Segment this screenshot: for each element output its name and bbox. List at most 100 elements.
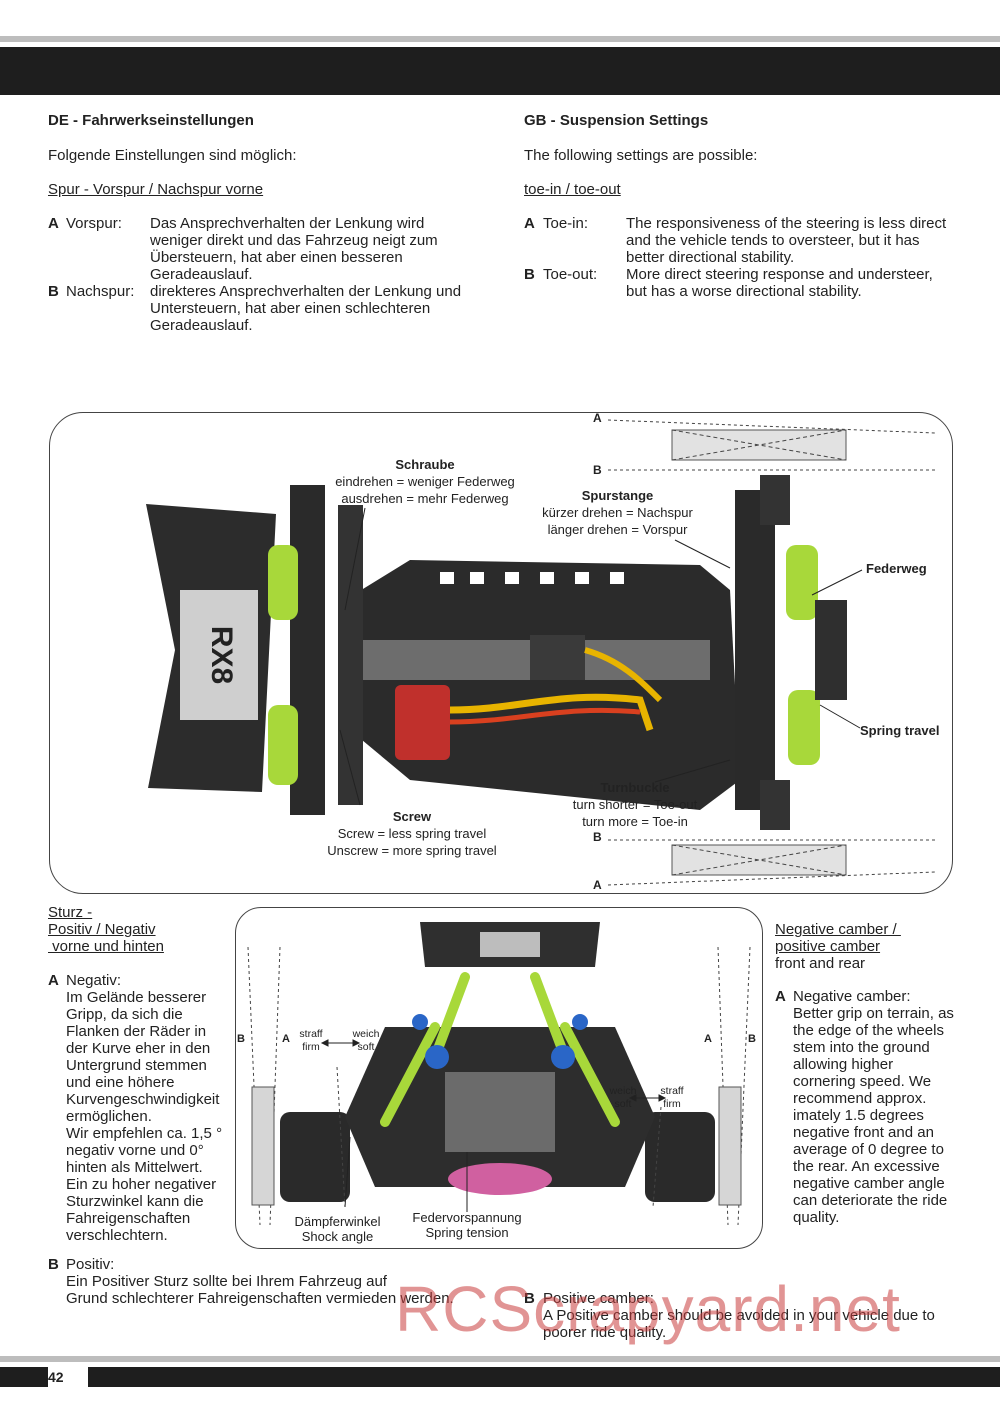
soft-label-left: weich soft bbox=[347, 1028, 385, 1054]
de-neg-line: Untergrund stemmen bbox=[66, 1057, 207, 1074]
daempfer-line-2: Shock angle bbox=[301, 1229, 374, 1244]
de-neg-line: Sturzwinkel kann die bbox=[66, 1193, 204, 1210]
gb-neg-line: allowing higher bbox=[793, 1056, 894, 1073]
de-neg-line: der Kurve eher in den bbox=[66, 1040, 211, 1057]
esc bbox=[530, 635, 585, 680]
page-number: 42 bbox=[48, 1367, 88, 1387]
toe-label-b-bottom: B bbox=[593, 830, 602, 844]
de-neg-label: Negativ: bbox=[66, 972, 122, 989]
gb-neg-line: cornering speed. We bbox=[793, 1073, 932, 1090]
chassis-top-view-figure bbox=[49, 412, 953, 894]
gb-toe-definitions: A Toe-in: The responsiveness of the stee… bbox=[524, 215, 964, 305]
turnbuckle-callout: Turnbuckle turn shorter = Toe-out turn m… bbox=[555, 779, 715, 830]
gb-a-key: A bbox=[524, 215, 535, 232]
gb-camber-title-1: Negative camber / bbox=[775, 921, 901, 938]
feder-line-2: Spring tension bbox=[425, 1225, 509, 1240]
camber-front-view-figure bbox=[235, 907, 763, 1249]
front-suspension bbox=[735, 490, 775, 810]
turnbuckle-line-1: turn shorter = Toe-out bbox=[572, 797, 698, 812]
de-intro: Folgende Einstellungen sind möglich: bbox=[48, 147, 297, 164]
daempfer-line-1: Dämpferwinkel bbox=[294, 1214, 381, 1229]
gb-neg-key: A bbox=[775, 988, 786, 1005]
header-bar bbox=[0, 47, 1000, 95]
firm-label-left: straff firm bbox=[292, 1028, 330, 1054]
rear-shock-bottom bbox=[268, 705, 298, 785]
gb-neg-line: negative camber angle bbox=[793, 1175, 945, 1192]
soft-label-right: weich soft bbox=[604, 1085, 642, 1111]
gb-camber-title-2: positive camber bbox=[775, 938, 881, 955]
soft-text: soft bbox=[357, 1041, 375, 1053]
chassis-slots bbox=[440, 572, 624, 584]
front-shock-bottom bbox=[788, 690, 820, 765]
gb-neg-label: Negative camber: bbox=[793, 988, 911, 1005]
feder-line-1: Federvorspannung bbox=[412, 1210, 522, 1225]
firm-text: firm bbox=[302, 1041, 320, 1053]
schraube-line-2: ausdrehen = mehr Federweg bbox=[341, 491, 509, 506]
de-neg-line: Wir empfehlen ca. 1,5 ° bbox=[66, 1125, 223, 1142]
gb-neg-line: Better grip on terrain, as bbox=[793, 1005, 954, 1022]
motor bbox=[395, 685, 450, 760]
gb-a-text-3: better directional stability. bbox=[626, 249, 795, 266]
rear-shock-top bbox=[268, 545, 298, 620]
de-pos-line-2: Grund schlechterer Fahreigenschaften ver… bbox=[66, 1290, 454, 1307]
gb-neg-line: negative front and an bbox=[793, 1124, 934, 1141]
toe-label-a-bottom: A bbox=[593, 878, 602, 892]
weich-text-2: weich bbox=[609, 1085, 637, 1097]
gb-camber-title-3: front and rear bbox=[775, 955, 866, 972]
firm-text-2: firm bbox=[663, 1098, 681, 1110]
gb-neg-line: average of 0 degree to bbox=[793, 1141, 944, 1158]
camber-wheel-left bbox=[251, 1086, 275, 1206]
schraube-line-1: eindrehen = weniger Federweg bbox=[335, 474, 515, 489]
gb-pos-line-1: A Positive camber should be avoided in y… bbox=[543, 1307, 935, 1324]
spring-tension-callout: Federvorspannung Spring tension bbox=[405, 1210, 529, 1240]
de-a-key: A bbox=[48, 215, 59, 232]
front-shock-top bbox=[786, 545, 818, 620]
turnbuckle-title: Turnbuckle bbox=[600, 780, 670, 795]
de-neg-line: Ein zu hoher negativer bbox=[66, 1176, 217, 1193]
spurstange-callout: Spurstange kürzer drehen = Nachspur läng… bbox=[525, 487, 710, 538]
gb-toe-title: toe-in / toe-out bbox=[524, 181, 621, 198]
carbon-plate bbox=[445, 1072, 555, 1152]
camber-wheel-right bbox=[718, 1086, 742, 1206]
weich-text: weich bbox=[352, 1028, 380, 1040]
screw-line-2: Unscrew = more spring travel bbox=[327, 843, 497, 858]
tire-left bbox=[280, 1112, 350, 1202]
camber-front-view-illustration bbox=[247, 922, 751, 1226]
de-heading: DE - Fahrwerkseinstellungen bbox=[48, 112, 254, 129]
de-pos-line-1: Ein Positiver Sturz sollte bei Ihrem Fah… bbox=[66, 1273, 387, 1290]
chassis-top-view-illustration: RX8 bbox=[146, 419, 936, 886]
gb-neg-line: can deteriorate the ride bbox=[793, 1192, 948, 1209]
gb-b-text-1: More direct steering response and unders… bbox=[626, 266, 933, 283]
de-b-text-1: direkteres Ansprechverhalten der Lenkung… bbox=[150, 283, 462, 300]
de-b-key: B bbox=[48, 283, 59, 300]
de-b-text-3: Geradeauslauf. bbox=[150, 317, 253, 334]
camber-letter-b-right: B bbox=[748, 1033, 756, 1045]
de-neg-text: Im Gelände besserer Gripp, da sich die F… bbox=[66, 989, 246, 1244]
de-neg-line: hinten als Mittelwert. bbox=[66, 1159, 203, 1176]
gb-b-text-2: but has a worse directional stability. bbox=[626, 283, 862, 300]
gb-b-label: Toe-out: bbox=[543, 266, 598, 283]
de-b-label: Nachspur: bbox=[66, 283, 135, 300]
de-a-label: Vorspur: bbox=[66, 215, 122, 232]
de-neg-line: und eine höhere bbox=[66, 1074, 175, 1091]
camber-letter-b-left: B bbox=[237, 1033, 245, 1045]
de-neg-line: Fahreigenschaften bbox=[66, 1210, 191, 1227]
bottom-rule bbox=[0, 1356, 1000, 1362]
de-camber-title-1: Sturz - bbox=[48, 904, 93, 921]
schraube-callout: Schraube eindrehen = weniger Federweg au… bbox=[320, 456, 530, 507]
screw-callout: Screw Screw = less spring travel Unscrew… bbox=[312, 808, 512, 859]
de-camber-title-3: vorne und hinten bbox=[48, 938, 164, 955]
screw-line-1: Screw = less spring travel bbox=[337, 826, 487, 841]
gb-intro: The following settings are possible: bbox=[524, 147, 758, 164]
toe-diagram-bottom bbox=[607, 839, 936, 886]
spurstange-line-2: länger drehen = Vorspur bbox=[547, 522, 688, 537]
de-a-text-1: Das Ansprechverhalten der Lenkung wird bbox=[150, 215, 425, 232]
gb-neg-line: recommend approx. bbox=[793, 1090, 927, 1107]
de-a-text-4: Geradeauslauf. bbox=[150, 266, 253, 283]
watermark: RCScrapyard.net bbox=[395, 1273, 901, 1345]
screw-title: Screw bbox=[392, 809, 432, 824]
gb-pos-label: Positive camber: bbox=[543, 1290, 654, 1307]
de-neg-line: Im Gelände besserer bbox=[66, 989, 207, 1006]
toe-label-b-top: B bbox=[593, 463, 602, 477]
de-neg-line: Flanken der Räder in bbox=[66, 1023, 207, 1040]
